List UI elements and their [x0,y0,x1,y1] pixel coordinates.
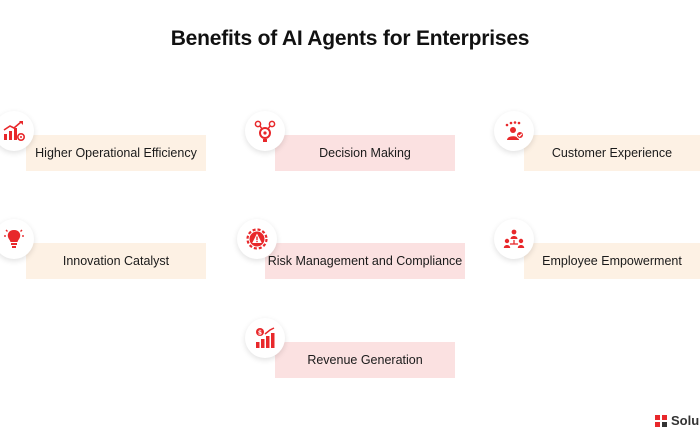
benefit-card-operational-efficiency: Higher Operational Efficiency [26,135,206,171]
growth-chart-gear-icon [0,111,34,151]
benefit-card-decision-making: Decision Making [275,135,455,171]
benefit-card-revenue-generation: Revenue Generation [275,342,455,378]
customer-rating-icon [494,111,534,151]
revenue-chart-icon: $ [245,318,285,358]
page-title: Benefits of AI Agents for Enterprises [170,27,530,50]
benefit-card-customer-experience: Customer Experience [524,135,700,171]
svg-text:$: $ [258,329,262,336]
benefit-label: Higher Operational Efficiency [26,135,206,171]
decision-gears-icon [245,111,285,151]
risk-warning-gear-icon [237,219,277,259]
benefit-card-risk-management: Risk Management and Compliance [265,243,465,279]
benefit-label: Revenue Generation [275,342,455,378]
benefit-label: Customer Experience [524,135,700,171]
team-people-icon [494,219,534,259]
brand-mark-icon [655,414,667,427]
benefit-label: Decision Making [275,135,455,171]
benefit-label: Employee Empowerment [524,243,700,279]
benefit-label: Innovation Catalyst [26,243,206,279]
lightbulb-brain-icon [0,219,34,259]
brand-name: Solul [671,413,700,428]
benefit-card-innovation-catalyst: Innovation Catalyst [26,243,206,279]
benefit-label: Risk Management and Compliance [265,243,465,279]
brand-logo: Solul [655,413,700,428]
benefit-card-employee-empowerment: Employee Empowerment [524,243,700,279]
